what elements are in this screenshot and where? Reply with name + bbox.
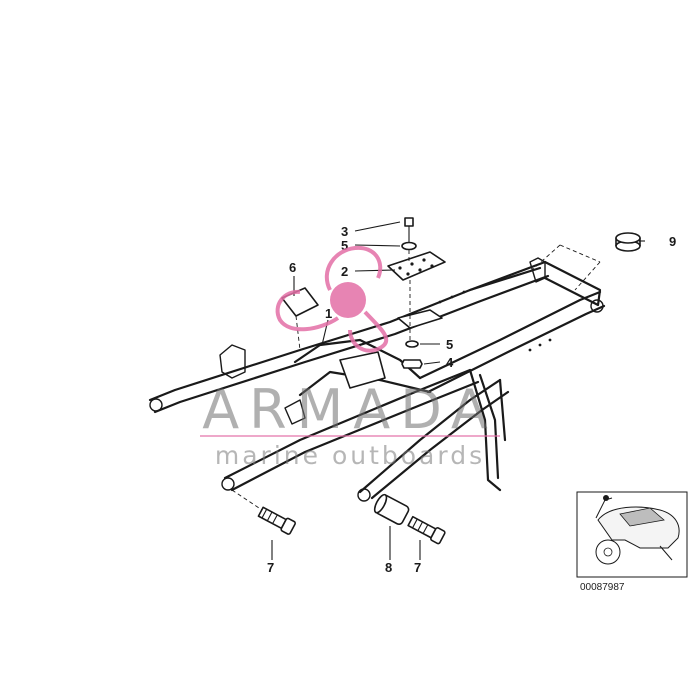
rear-frame xyxy=(148,257,606,502)
callout-3: 3 xyxy=(341,224,348,239)
callout-2: 2 xyxy=(341,264,348,279)
lower-tray xyxy=(397,309,443,329)
rubber-buffer-9 xyxy=(615,232,641,252)
callout-6: 6 xyxy=(289,260,296,275)
callout-9: 9 xyxy=(669,234,676,249)
washer-5-upper xyxy=(401,241,417,251)
screw-3 xyxy=(404,217,414,242)
bushing-8 xyxy=(373,493,410,526)
diagram-id: 00087987 xyxy=(580,582,625,593)
bolt-7-right xyxy=(407,515,446,545)
callout-8: 8 xyxy=(385,560,392,575)
washer-5-lower xyxy=(405,340,419,348)
callout-1: 1 xyxy=(325,306,332,321)
callout-7-right: 7 xyxy=(414,560,421,575)
callout-5-lower: 5 xyxy=(446,337,453,352)
bolt-7-left xyxy=(257,506,296,535)
callout-4: 4 xyxy=(446,355,454,370)
watermark-tagline: marine outboards xyxy=(215,441,485,470)
motorcycle-thumbnail: 00087987 xyxy=(576,491,688,593)
watermark-logo xyxy=(275,245,389,353)
watermark-brand: ARMADA xyxy=(202,378,498,441)
nut-4 xyxy=(401,359,423,369)
callout-7-left: 7 xyxy=(267,560,274,575)
callout-5-upper: 5 xyxy=(341,238,348,253)
mounting-plate xyxy=(387,251,446,281)
